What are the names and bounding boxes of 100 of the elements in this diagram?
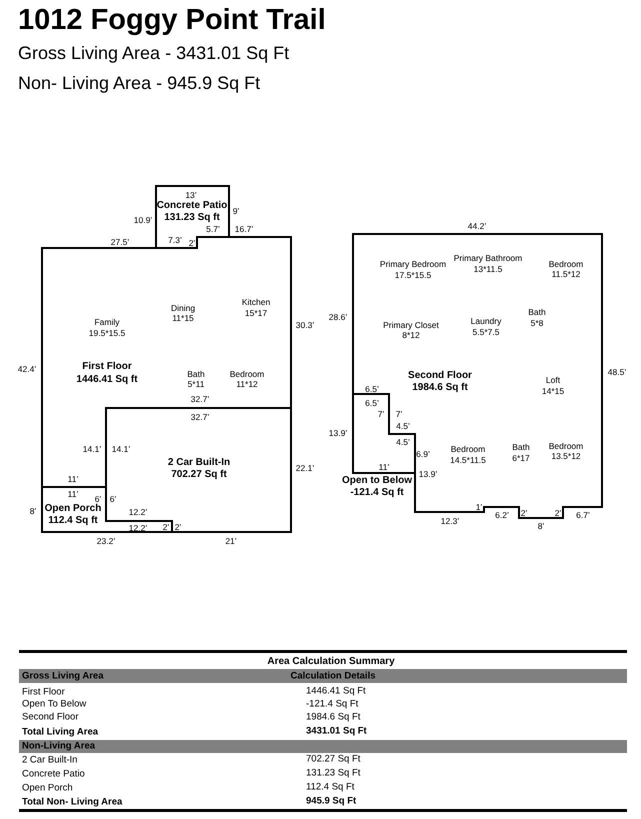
area-name: Open to Below xyxy=(342,476,412,486)
room-label: Bath xyxy=(528,308,546,316)
dimension-label: 11’ xyxy=(68,474,78,484)
table-cell: Concrete Patio xyxy=(22,769,85,779)
room-label: 13*11.5 xyxy=(474,264,502,274)
area-size: 702.27 Sq ft xyxy=(171,470,227,480)
table-title: Area Calculation Summary xyxy=(267,657,395,667)
room-label: 11*12 xyxy=(236,380,258,388)
dimension-label: 4.5’ xyxy=(396,438,410,446)
dimension-label: 27.5’ xyxy=(110,238,130,246)
dimension-label: 14.1’ xyxy=(82,444,102,454)
dimension-label: 2’ xyxy=(162,522,170,532)
area-summary-line: Non- Living Area - 945.9 Sq Ft xyxy=(18,74,260,92)
room-label: Bath xyxy=(187,370,205,378)
room-label: 11*15 xyxy=(172,314,194,322)
room-label: 6*17 xyxy=(512,454,530,462)
dimension-label: 6’ xyxy=(110,494,116,504)
table-cell: 112.4 Sq Ft xyxy=(306,782,354,792)
area-name: Second Floor xyxy=(408,371,472,381)
room-label: 5*11 xyxy=(188,380,204,388)
room-label: Bedroom xyxy=(450,444,486,454)
dimension-label: 44.2’ xyxy=(468,222,486,230)
room-label: Bedroom xyxy=(548,442,584,450)
table-header: Calculation Details xyxy=(290,671,376,681)
room-label: Family xyxy=(94,318,120,326)
dimension-label: 16.7’ xyxy=(234,224,254,234)
dimension-label: 1’ xyxy=(476,502,482,512)
dimension-label: 13’ xyxy=(185,190,197,200)
table-cell: Total Living Area xyxy=(22,727,98,737)
dimension-label: 14.1’ xyxy=(112,444,130,454)
dimension-label: 28.6’ xyxy=(328,312,348,322)
room-label: 14*15 xyxy=(542,386,564,396)
table-cell: Open Porch xyxy=(22,783,73,793)
dimension-label: 2’ xyxy=(554,508,562,518)
dimension-label: 11’ xyxy=(68,490,78,498)
room-label: Primary Closet xyxy=(383,320,439,330)
room-label: 14.5*11.5 xyxy=(450,456,486,464)
area-summary-line: Gross Living Area - 3431.01 Sq Ft xyxy=(18,44,290,62)
area-size: 1984.6 Sq ft xyxy=(412,383,468,393)
dimension-label: 8’ xyxy=(30,506,36,516)
dimension-label: 8’ xyxy=(538,522,544,530)
dimension-label: 12.2’ xyxy=(128,508,148,516)
dimension-label: 13.9’ xyxy=(418,470,438,478)
dimension-label: 6.7’ xyxy=(576,510,590,520)
dimension-label: 2’ xyxy=(174,522,182,532)
room-label: 8*12 xyxy=(402,330,420,340)
room-label: 15*17 xyxy=(244,308,268,318)
dimension-label: 6’ xyxy=(94,494,102,504)
dimension-label: 13.9’ xyxy=(328,428,348,438)
room-label: Primary Bathroom xyxy=(454,254,522,262)
floor-area-region xyxy=(156,186,229,248)
dimension-label: 10.9’ xyxy=(134,216,152,224)
dimension-label: 6.5’ xyxy=(365,398,379,408)
table-cell: 3431.01 Sq Ft xyxy=(306,726,367,736)
dimension-label: 6.9’ xyxy=(416,450,430,458)
area-name: Concrete Patio xyxy=(156,201,228,211)
area-size: 131.23 Sq ft xyxy=(164,213,220,223)
room-label: Bedroom xyxy=(230,370,264,378)
table-cell: 2 Car Built-In xyxy=(22,755,78,765)
room-label: Kitchen xyxy=(242,298,270,306)
dimension-label: 22.1’ xyxy=(296,464,314,472)
dimension-label: 12.2’ xyxy=(128,524,148,532)
dimension-label: 30.3’ xyxy=(296,320,314,330)
room-label: 19.5*15.5 xyxy=(88,328,126,338)
table-header: Non-Living Area xyxy=(22,741,96,751)
dimension-label: 7.3’ xyxy=(168,236,182,244)
area-size: 1446.41 Sq ft xyxy=(76,375,138,385)
dimension-label: 6.2’ xyxy=(495,510,509,520)
table-cell: Second Floor xyxy=(22,712,79,722)
table-cell: 1446.41 Sq Ft xyxy=(306,686,366,696)
dimension-label: 23.2’ xyxy=(96,536,116,546)
room-label: Bedroom xyxy=(548,260,584,268)
area-size: -121.4 Sq ft xyxy=(350,488,404,498)
room-label: 11.5*12 xyxy=(552,270,580,278)
room-label: Laundry xyxy=(470,316,502,326)
dimension-label: 6.5’ xyxy=(365,384,379,394)
room-label: 13.5*12 xyxy=(551,452,581,460)
table-cell: -121.4 Sq Ft xyxy=(306,699,358,709)
area-name: Open Porch xyxy=(44,504,102,514)
area-name: 2 Car Built-In xyxy=(168,458,230,468)
dimension-label: 7’ xyxy=(396,410,402,418)
room-label: Primary Bedroom xyxy=(380,260,446,268)
table-cell: 702.27 Sq Ft xyxy=(306,754,360,764)
dimension-label: 12.3’ xyxy=(440,516,460,526)
room-label: Loft xyxy=(546,376,560,384)
dimension-label: 48.5’ xyxy=(608,368,626,376)
dimension-label: 2’ xyxy=(520,508,528,518)
dimension-label: 32.7’ xyxy=(190,394,210,404)
dimension-label: 32.7’ xyxy=(190,412,210,422)
dimension-label: 42.4’ xyxy=(18,364,36,374)
table-cell: 1984.6 Sq Ft xyxy=(306,712,360,722)
dimension-label: 7’ xyxy=(378,410,384,418)
area-size: 112.4 Sq ft xyxy=(48,516,98,526)
table-cell: Open To Below xyxy=(22,699,86,709)
table-header: Gross Living Area xyxy=(22,671,104,681)
room-label: Dining xyxy=(170,304,196,312)
area-name: First Floor xyxy=(82,362,132,372)
room-label: 17.5*15.5 xyxy=(394,270,432,280)
page-title: 1012 Foggy Point Trail xyxy=(18,6,326,35)
table-cell: Total Non- Living Area xyxy=(22,797,122,807)
